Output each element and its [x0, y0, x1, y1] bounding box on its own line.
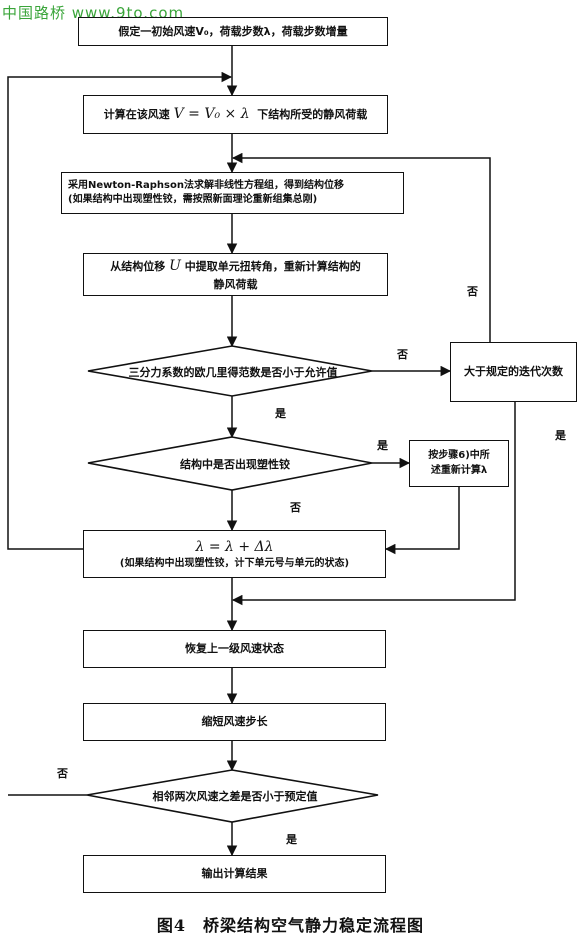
disp-symbol: U: [169, 258, 181, 275]
figure-caption: 图4 桥梁结构空气静力稳定流程图: [156, 916, 425, 935]
label-yes-plastic: 是: [377, 439, 388, 452]
edge-iter-loop: [231, 152, 491, 342]
disp-box: 从结构位移 U 中提取单元扭转角，重新计算结构的 静风荷载: [83, 253, 388, 296]
label-yes-diff: 是: [286, 833, 297, 846]
load-prefix: 计算在该风速: [103, 107, 170, 121]
restore-text: 恢复上一级风速状态: [185, 642, 284, 656]
decision-norm-shape: [87, 345, 373, 397]
init-box: 假定一初始风速V₀，荷载步数λ，荷载步数增量: [78, 17, 388, 46]
edge-update-loop: [7, 71, 233, 550]
restore-box: 恢复上一级风速状态: [83, 630, 386, 668]
output-box: 输出计算结果: [83, 855, 386, 893]
label-yes-iter: 是: [555, 429, 566, 442]
update-note: (如果结构中出现塑性铰，计下单元号与单元的状态): [119, 557, 350, 569]
newton-line2: (如果结构中出现塑性铰，需按照新面理论重新组集总刚): [68, 194, 318, 205]
iter-limit-text: 大于规定的迭代次数: [464, 365, 563, 379]
update-formula: λ = λ + Δλ: [195, 538, 274, 555]
label-yes-norm: 是: [275, 407, 286, 420]
label-no-iter: 否: [467, 285, 478, 298]
decision-norm-text: 三分力系数的欧几里得范数是否小于允许值: [128, 366, 338, 379]
recalc-line2: 述重新计算λ: [430, 464, 488, 476]
recalc-line1: 按步骤6)中所: [428, 450, 490, 461]
output-text: 输出计算结果: [201, 867, 268, 881]
init-text: 假定一初始风速V₀，荷载步数λ，荷载步数增量: [118, 24, 348, 38]
shrink-box: 缩短风速步长: [83, 703, 386, 741]
newton-box: 采用Newton-Raphson法求解非线性方程组，得到结构位移 (如果结构中出…: [61, 172, 404, 214]
label-no-diff: 否: [57, 767, 68, 780]
recalc-box: 按步骤6)中所 述重新计算λ: [409, 440, 509, 487]
decision-plastic-shape: [87, 436, 373, 491]
load-formula: V = V₀ × λ: [173, 106, 250, 123]
label-no-norm: 否: [397, 348, 408, 361]
decision-diff-text: 相邻两次风速之差是否小于预定值: [152, 790, 318, 803]
load-box: 计算在该风速 V = V₀ × λ 下结构所受的静风荷载: [83, 95, 388, 134]
disp-prefix: 从结构位移: [110, 260, 166, 274]
disp-line2: 静风荷载: [213, 277, 258, 291]
load-suffix: 下结构所受的静风荷载: [257, 107, 368, 121]
update-box: λ = λ + Δλ (如果结构中出现塑性铰，计下单元号与单元的状态): [83, 530, 386, 578]
edge-recalc-update: [384, 487, 460, 555]
newton-line1: 采用Newton-Raphson法求解非线性方程组，得到结构位移: [68, 179, 344, 191]
iter-limit-box: 大于规定的迭代次数: [450, 342, 577, 402]
disp-suffix: 中提取单元扭转角，重新计算结构的: [184, 260, 361, 274]
decision-diff-shape: [86, 769, 379, 823]
edge-iter-restore: [231, 402, 516, 606]
label-no-plastic: 否: [290, 501, 301, 514]
shrink-text: 缩短风速步长: [201, 715, 268, 729]
decision-plastic-text: 结构中是否出现塑性铰: [180, 458, 290, 471]
